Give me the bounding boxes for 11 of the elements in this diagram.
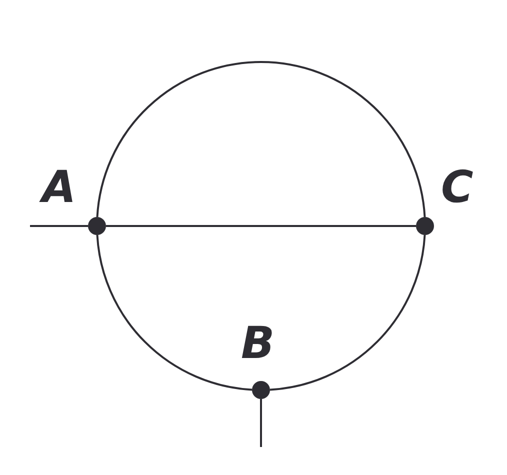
junction-dot [88, 217, 106, 235]
circle-arc [96, 234, 252, 391]
wire-line [106, 225, 416, 227]
circle-arc [270, 234, 426, 391]
point-label: C [441, 166, 474, 210]
junction-dot [252, 381, 270, 399]
wire-line [260, 399, 262, 447]
circle-arc [96, 61, 426, 218]
point-label: B [241, 322, 275, 366]
junction-dot [416, 217, 434, 235]
wire-line [30, 225, 88, 227]
